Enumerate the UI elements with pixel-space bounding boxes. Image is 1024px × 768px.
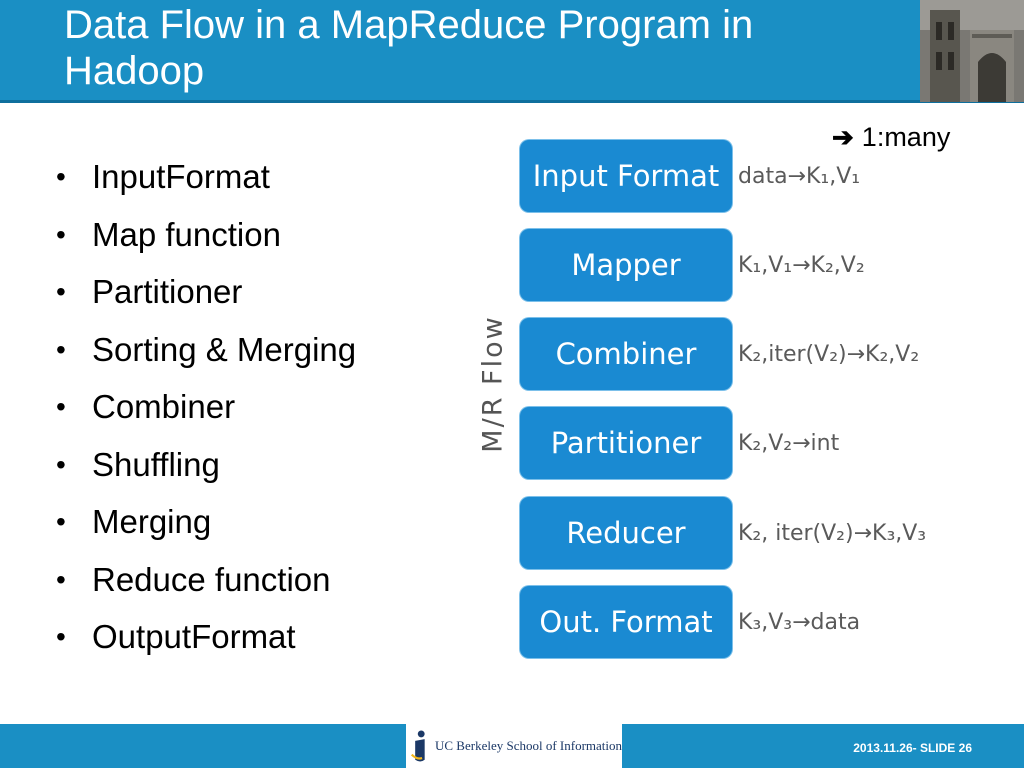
bullet-text: Sorting & Merging	[92, 330, 357, 368]
mapping-reducer: K₂, iter(V₂)→K₃,V₃	[738, 520, 927, 546]
bullet-list: •InputFormat •Map function •Partitioner …	[56, 148, 356, 666]
bullet-item: • Combiner	[56, 378, 356, 436]
mapping-combiner: K₂,iter(V₂)→K₂,V₂	[738, 341, 920, 367]
bullet-item: • Partitioner	[56, 263, 356, 321]
footer-logo: UC Berkeley School of Information	[406, 724, 622, 768]
header-divider	[0, 100, 1024, 103]
mapping-output-format: K₃,V₃→data	[738, 609, 861, 635]
bullet-dot: •	[56, 448, 66, 480]
bullet-item: • Map function	[56, 206, 356, 264]
building-photo-icon	[920, 0, 1024, 102]
flow-axis-label: M/R Flow	[477, 315, 509, 453]
bullet-item: • Merging	[56, 493, 356, 551]
mapping-input-format: data→K₁,V₁	[738, 163, 861, 189]
bullet-dot: •	[56, 621, 66, 652]
stage-mapper: Mapper	[520, 229, 732, 301]
stage-reducer: Reducer	[520, 497, 732, 569]
header-bar	[0, 0, 1024, 102]
bullet-item: • Shuffling	[56, 436, 356, 494]
bullet-dot: •	[56, 276, 66, 307]
bullet-text: Combiner	[92, 388, 236, 425]
bullet-item: • InputFormat	[56, 148, 356, 206]
cardinality-text: 1:many	[861, 122, 951, 152]
slide-title: Data Flow in a MapReduce Program in Hado…	[64, 3, 754, 93]
ischool-logo-icon	[410, 730, 425, 762]
stage-combiner: Combiner	[520, 318, 732, 390]
cardinality-note: ➔1:many	[832, 122, 950, 153]
bullet-item: • OutputFormat	[56, 608, 356, 666]
campus-photo	[920, 0, 1024, 102]
bullet-text: OutputFormat	[92, 618, 296, 655]
bullet-text: Reduce function	[92, 560, 331, 598]
bullet-text: Partitioner	[92, 273, 243, 310]
bullet-dot: •	[56, 391, 66, 422]
arrow-right-icon: ➔	[832, 122, 854, 152]
bullet-text: Merging	[92, 503, 212, 540]
bullet-dot: •	[56, 563, 66, 595]
stage-partitioner: Partitioner	[520, 407, 732, 479]
bullet-dot: •	[56, 506, 66, 537]
bullet-item: • Reduce function	[56, 551, 356, 609]
stage-output-format: Out. Format	[520, 586, 732, 658]
bullet-text: Map function	[92, 215, 281, 253]
slide-number: 2013.11.26- SLIDE 26	[853, 741, 972, 755]
bullet-text: InputFormat	[92, 158, 270, 195]
logo-text: UC Berkeley School of Information	[434, 738, 622, 753]
bullet-dot: •	[56, 333, 66, 365]
mapping-mapper: K₁,V₁→K₂,V₂	[738, 252, 865, 278]
mapping-partitioner: K₂,V₂→int	[738, 430, 840, 456]
bullet-item: • Sorting & Merging	[56, 321, 356, 379]
bullet-text: Shuffling	[92, 445, 220, 483]
bullet-dot: •	[56, 161, 66, 192]
bullet-dot: •	[56, 218, 66, 250]
stage-input-format: Input Format	[520, 140, 732, 212]
